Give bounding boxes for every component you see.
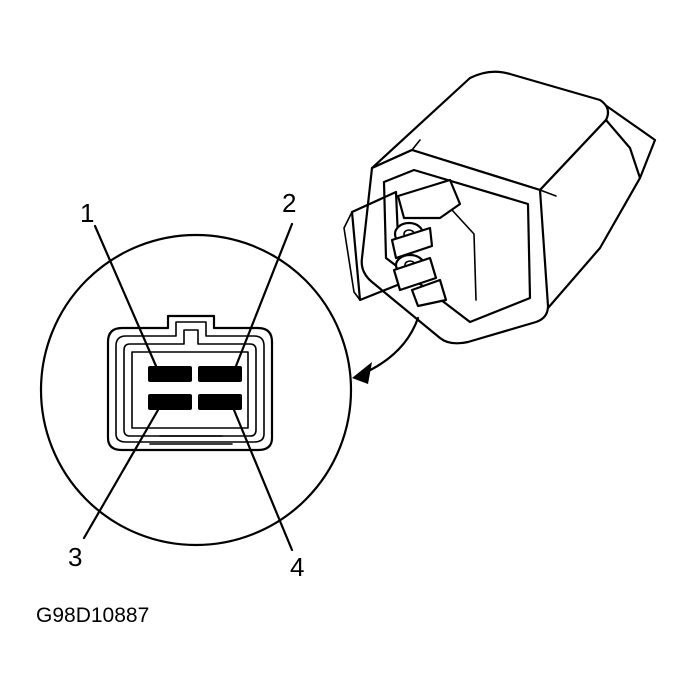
pin-cavity-2 (198, 366, 242, 382)
connector-face-view: 1 2 3 4 (39, 188, 353, 582)
relay-illustration (343, 70, 657, 345)
pin-cavity-4 (198, 394, 242, 410)
pin-cavity-3 (148, 394, 192, 410)
leader-line-2 (234, 222, 294, 368)
detail-circle (39, 233, 353, 547)
figure-code: G98D10887 (36, 604, 149, 627)
leader-line-1 (93, 224, 158, 368)
view-arrow (352, 316, 420, 384)
pin-label-2: 2 (282, 188, 296, 218)
leader-line-4 (232, 408, 294, 552)
pin-label-3: 3 (68, 542, 82, 572)
pin-label-4: 4 (290, 552, 304, 582)
pin-label-1: 1 (80, 198, 94, 228)
pin-cavity-1 (148, 366, 192, 382)
leader-line-3 (82, 408, 160, 540)
